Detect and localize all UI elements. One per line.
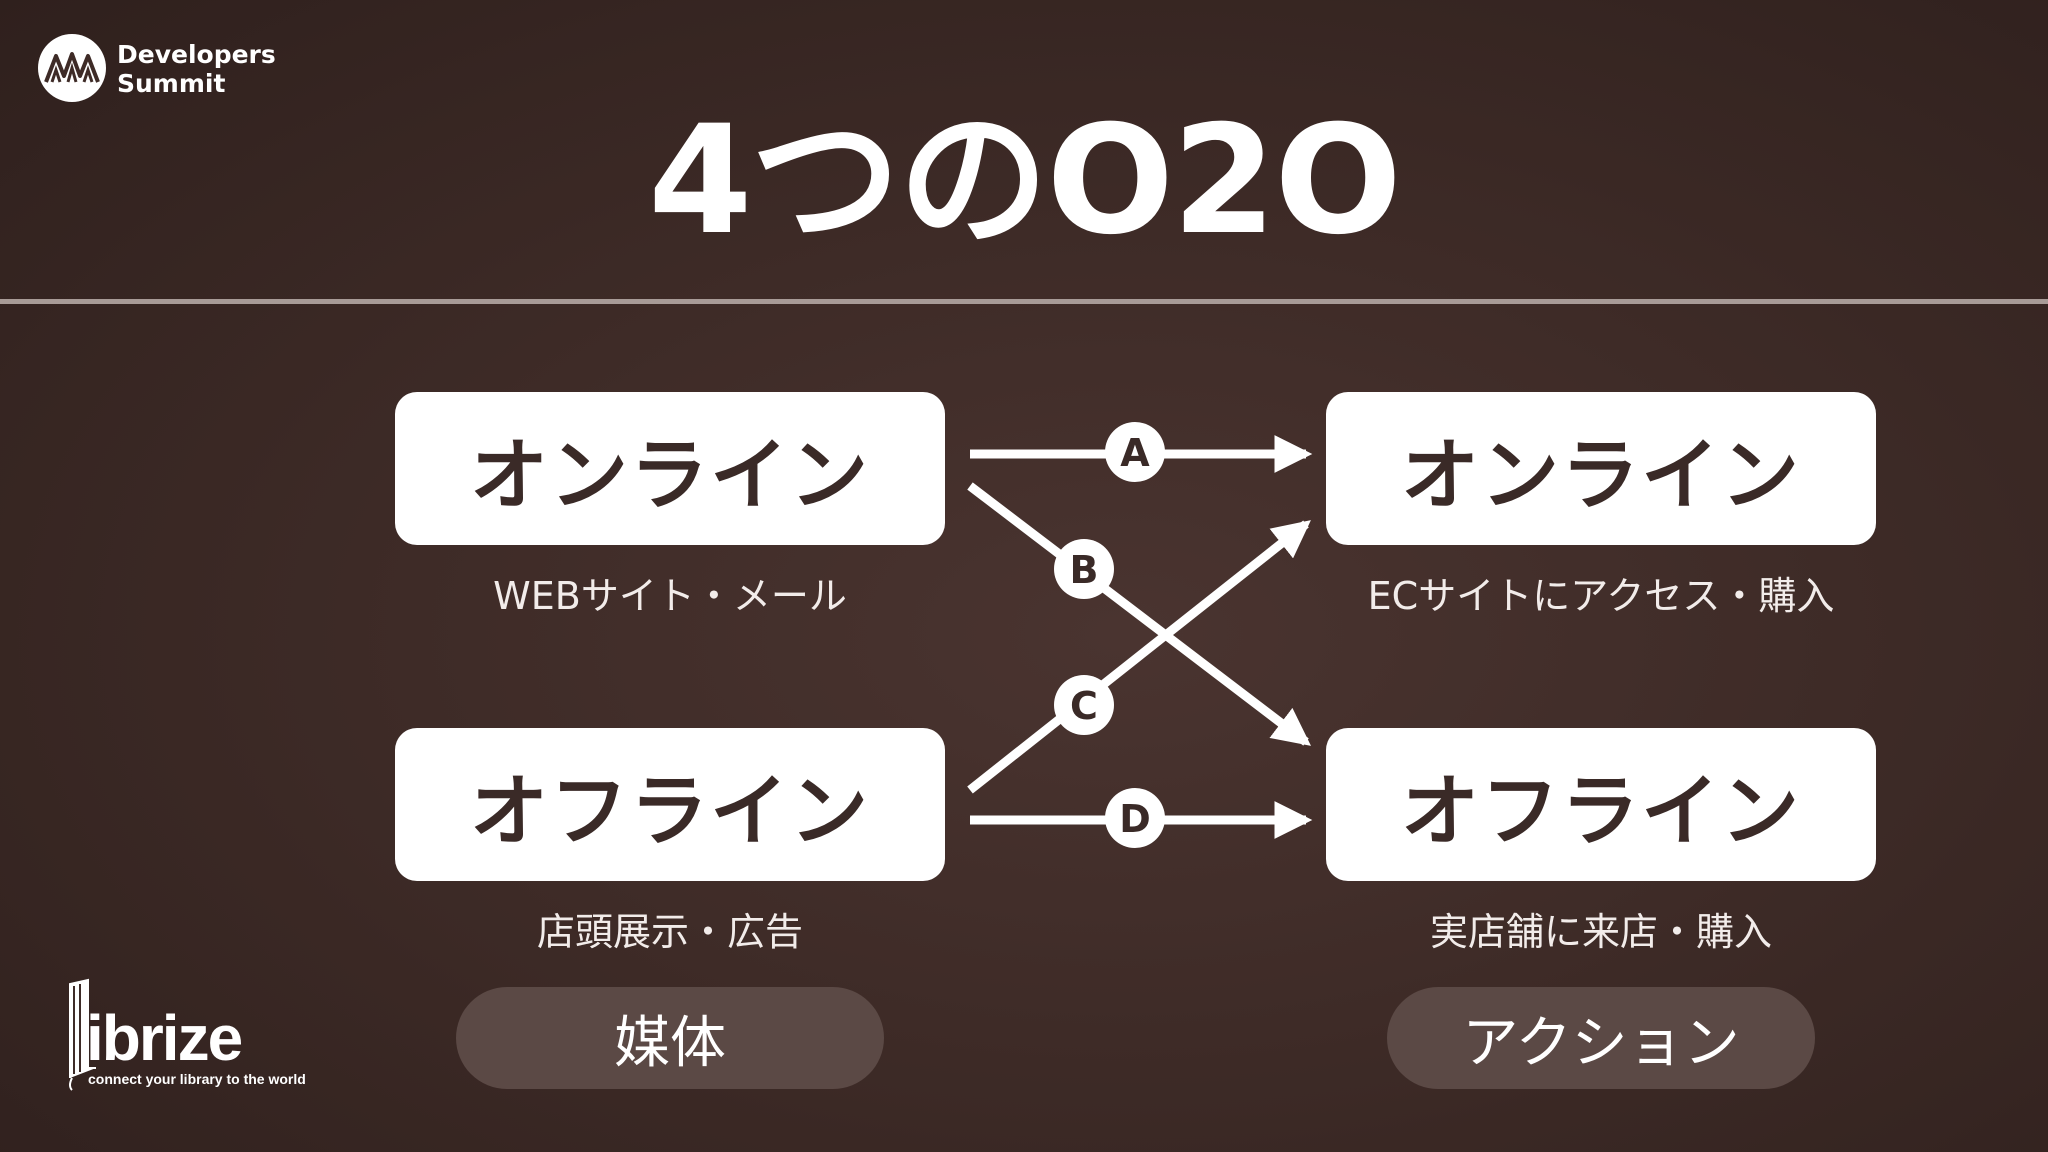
flow-a-badge (1105, 422, 1165, 482)
media-pill: 媒体 (456, 987, 884, 1089)
flow-a-label: A (1120, 431, 1150, 475)
arrow-c (967, 520, 1311, 794)
event-logo: Developers Summit (36, 30, 276, 110)
media-online-label: オンライン (469, 430, 870, 521)
arrow-b (967, 482, 1312, 746)
title-divider (0, 299, 2048, 304)
flow-c-badge (1054, 675, 1114, 735)
event-logo-line2: Summit (117, 69, 226, 98)
flow-c-label: C (1070, 684, 1098, 728)
media-online-box: オンライン (395, 392, 945, 545)
action-online-caption: ECサイトにアクセス・購入 (1367, 574, 1835, 618)
action-online-box: オンライン (1326, 392, 1876, 545)
librize-tagline: connect your library to the world (88, 1071, 306, 1087)
media-offline-label: オフライン (469, 766, 870, 857)
flow-b-badge (1054, 539, 1114, 599)
svg-text:ibrize: ibrize (86, 1002, 242, 1074)
action-offline-caption: 実店舗に来店・購入 (1429, 910, 1772, 954)
event-logo-line1: Developers (117, 40, 276, 69)
action-offline-label: オフライン (1400, 766, 1801, 857)
event-logo-text: Developers Summit (117, 40, 276, 98)
action-online-label: オンライン (1400, 430, 1801, 521)
media-online-caption: WEBサイト・メール (493, 574, 847, 618)
media-offline-caption: 店頭展示・広告 (536, 910, 803, 954)
flow-d-badge (1105, 788, 1165, 848)
slide-title: 4つのO2O (648, 94, 1402, 268)
action-offline-box: オフライン (1326, 728, 1876, 881)
media-offline-box: オフライン (395, 728, 945, 881)
flow-d-label: D (1119, 797, 1151, 841)
action-pill: アクション (1387, 987, 1815, 1089)
librize-logo: ibrize connect your library to the world (69, 978, 306, 1091)
flow-b-label: B (1070, 548, 1099, 592)
mountain-icon (38, 34, 106, 102)
